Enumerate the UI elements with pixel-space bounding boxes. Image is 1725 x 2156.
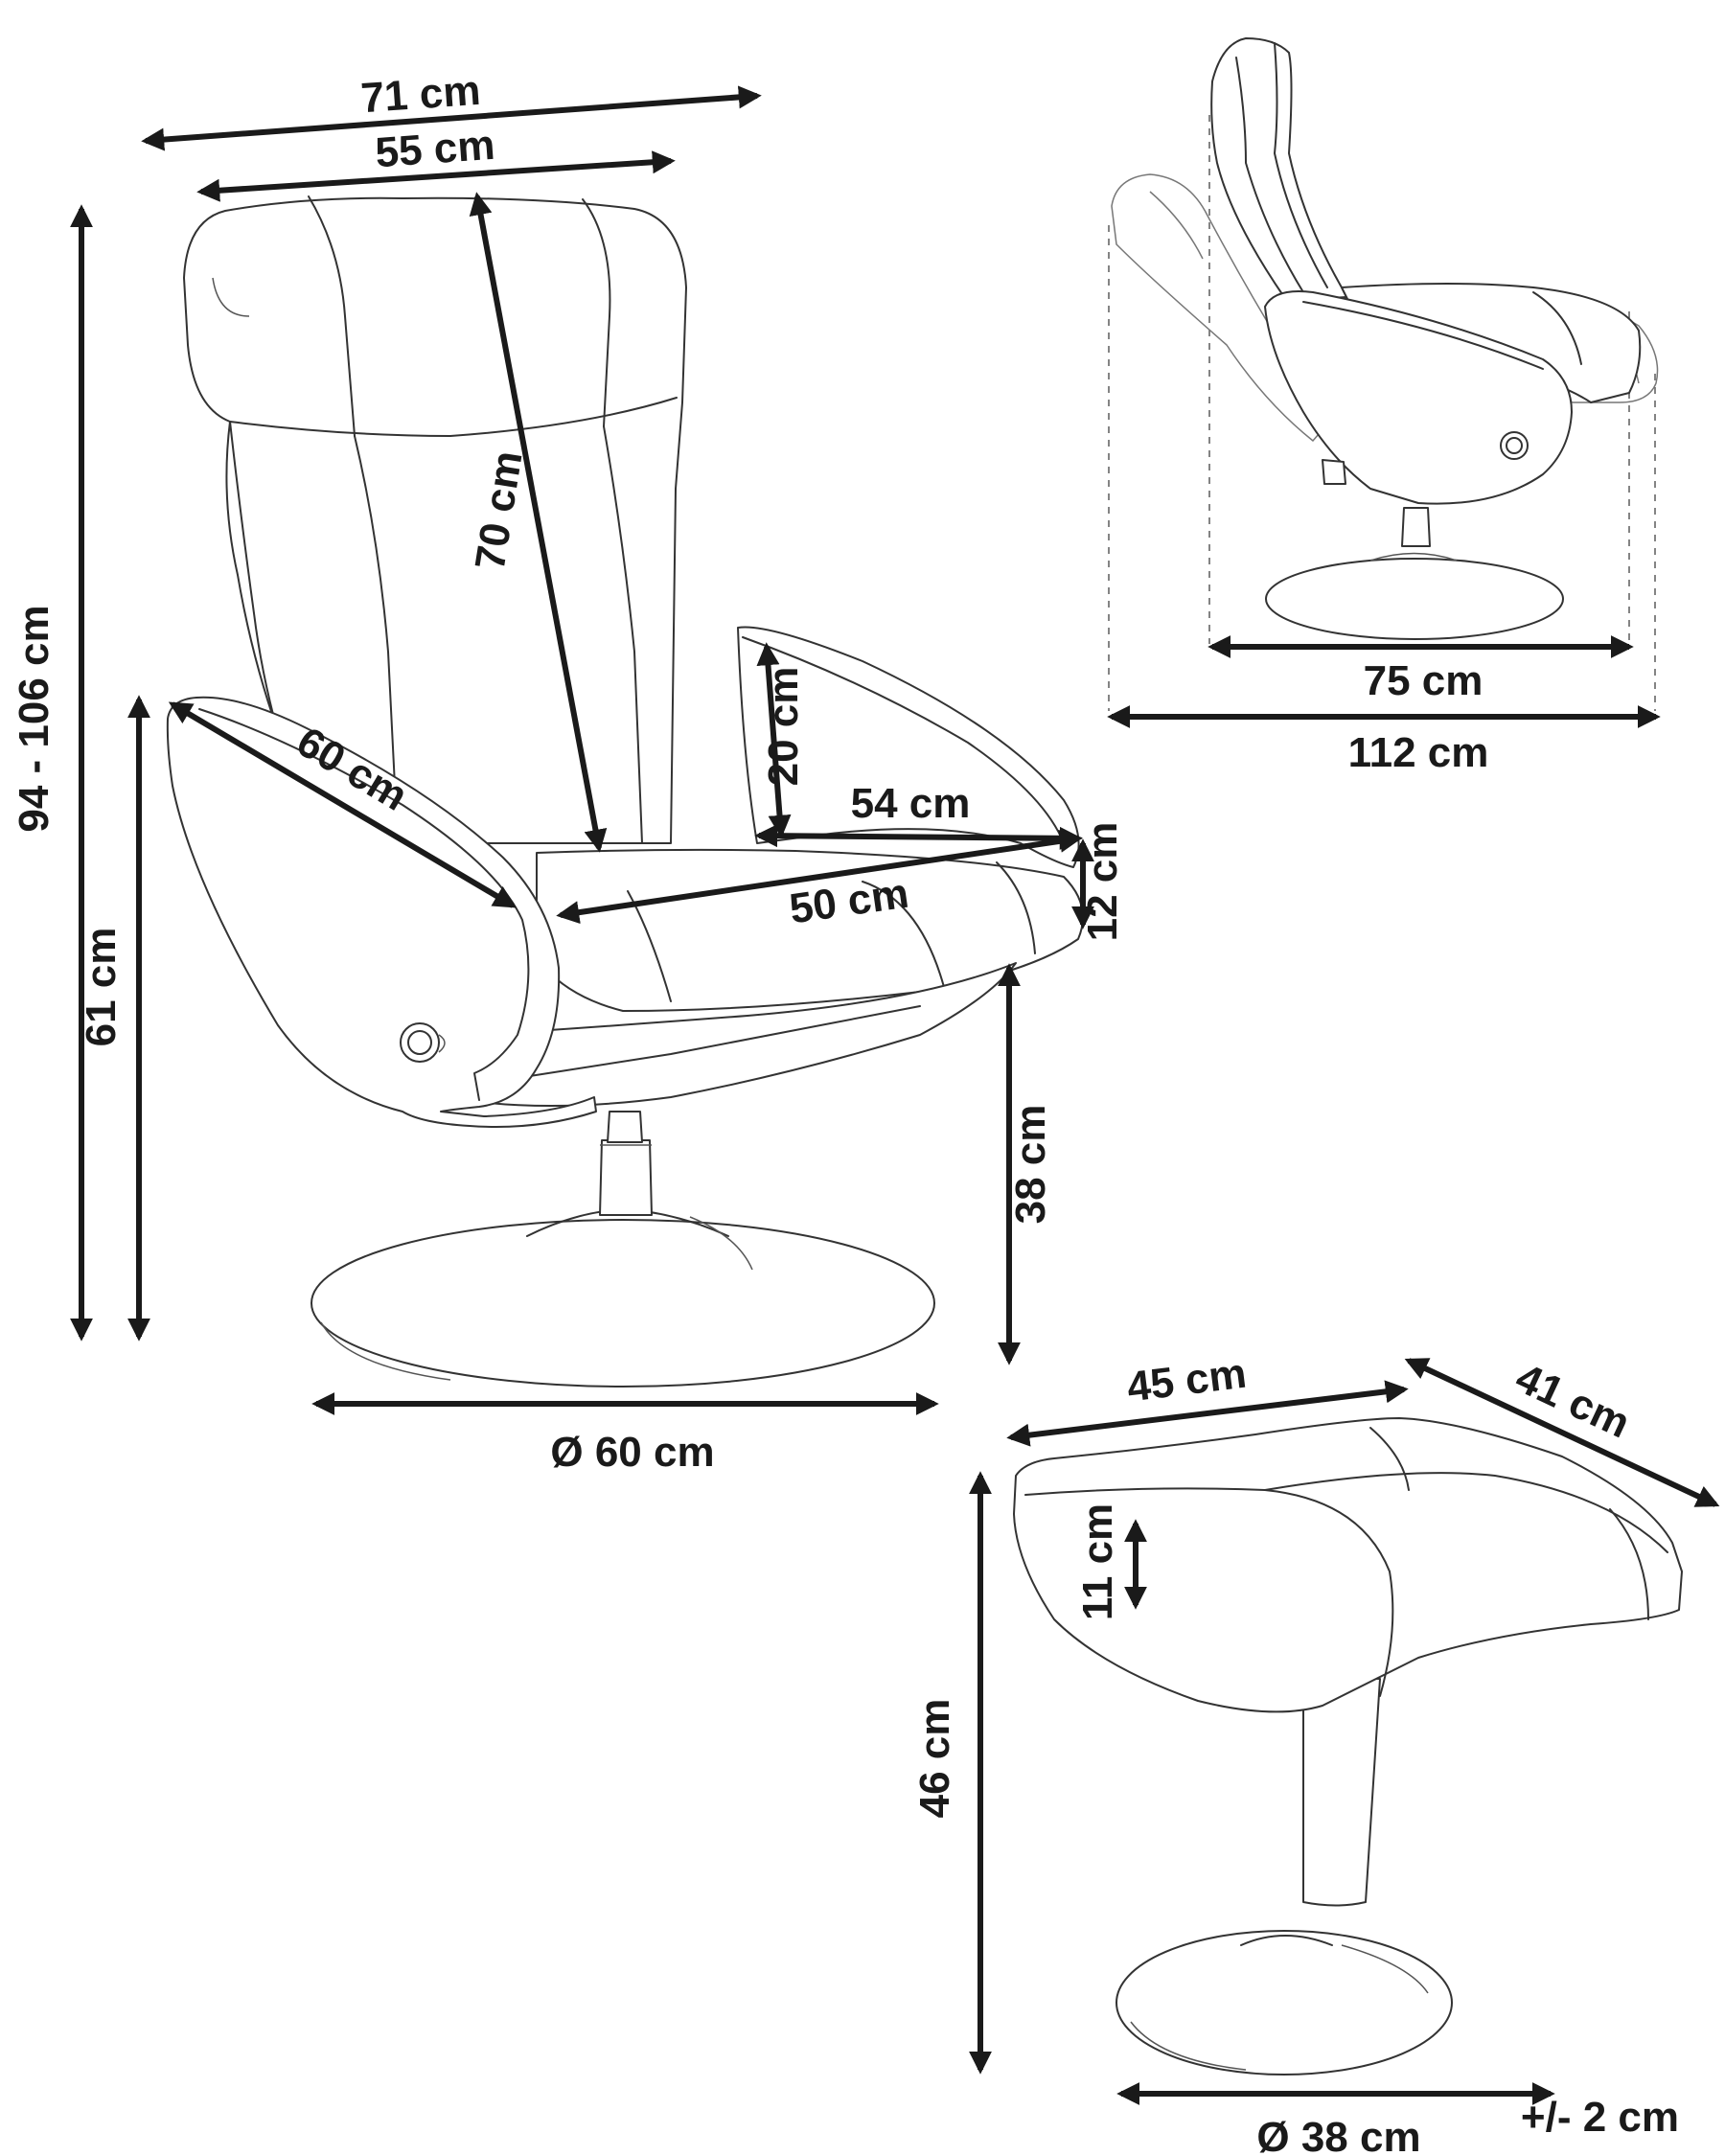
dimension-labels: 71 cm 55 cm 70 cm 94 - 106 cm 61 cm 60 c… — [11, 67, 1637, 2156]
recline-knob — [400, 1022, 446, 1063]
label-footstool-base: Ø 38 cm — [1256, 2114, 1420, 2156]
label-chair-base: Ø 60 cm — [550, 1429, 714, 1476]
dim-arm-length — [168, 701, 518, 908]
label-arm-height: 61 cm — [78, 928, 125, 1047]
label-seat-height: 38 cm — [1007, 1105, 1054, 1225]
dim-footstool-width — [1006, 1380, 1409, 1447]
dim-seat-depth — [556, 829, 1083, 925]
label-armrest-rise: 20 cm — [760, 667, 807, 787]
label-recline-length: 112 cm — [1348, 729, 1489, 776]
dim-back-width — [196, 150, 676, 202]
dimension-lines — [70, 85, 1720, 2105]
chair-base — [310, 1208, 935, 1388]
label-footstool-depth: 41 cm — [1508, 1354, 1637, 1447]
label-footstool-cushion: 11 cm — [1074, 1503, 1121, 1620]
dim-backrest-height — [469, 192, 608, 853]
chair-post — [599, 1111, 653, 1216]
label-footstool-height: 46 cm — [911, 1699, 958, 1819]
dim-armrest-rise — [756, 642, 792, 838]
label-back-width: 55 cm — [374, 122, 496, 177]
label-overall-width: 71 cm — [359, 67, 482, 123]
chair-shell — [478, 962, 1017, 1107]
label-recline-depth: 75 cm — [1364, 657, 1484, 704]
label-seat-thickness: 12 cm — [1079, 822, 1126, 942]
dim-overall-width — [141, 85, 762, 151]
recliner-side-view — [1108, 37, 1659, 711]
dim-seat-width — [754, 824, 1083, 850]
tolerance-note: +/- 2 cm — [1520, 2094, 1679, 2141]
label-total-height: 94 - 106 cm — [11, 605, 58, 832]
label-footstool-width: 45 cm — [1124, 1350, 1249, 1411]
label-seat-width: 54 cm — [851, 780, 971, 827]
dim-footstool-depth — [1404, 1358, 1720, 1507]
